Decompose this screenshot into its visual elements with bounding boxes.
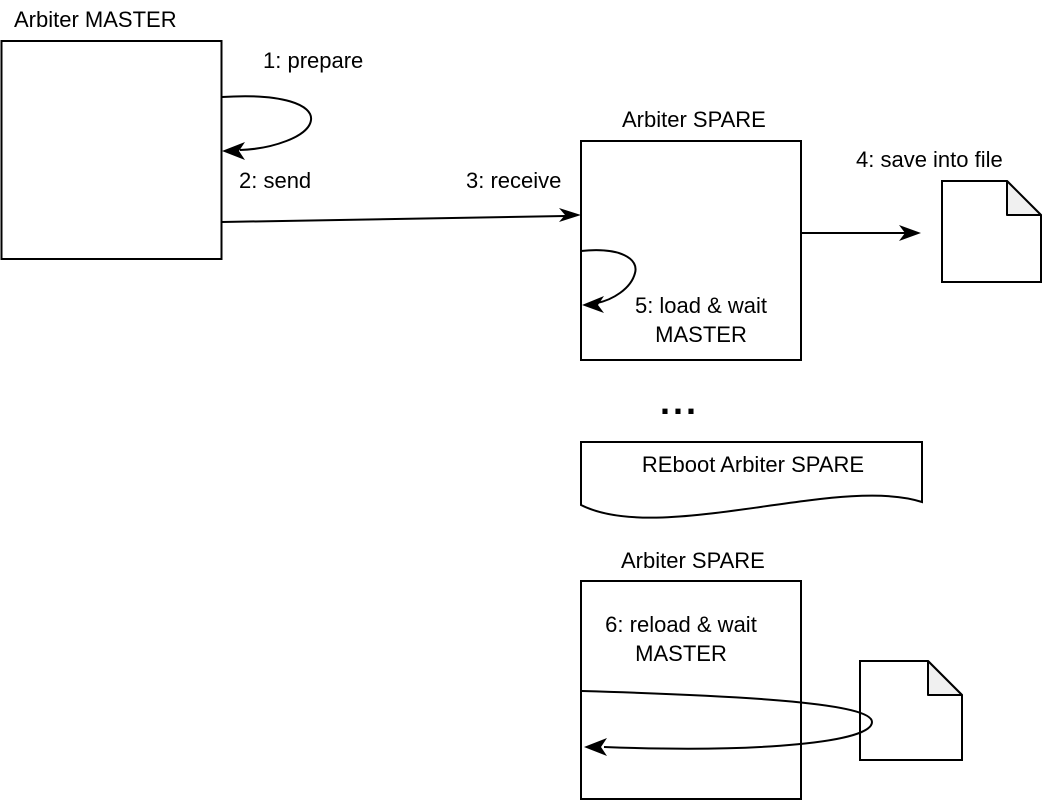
- arrowhead-icon: [899, 225, 921, 241]
- arrowhead-icon: [582, 296, 604, 313]
- file-icon-bottom: [859, 660, 963, 761]
- spare-box: [580, 140, 802, 361]
- self-loop-arrow-load-wait: [580, 249, 637, 313]
- self-loop-arrow-prepare: [221, 95, 313, 160]
- message-5-line1: 5: load & wait: [634, 293, 768, 318]
- message-4-label: 4: save into file: [856, 147, 1003, 172]
- reboot-document-shape: [580, 441, 923, 519]
- arrowhead-icon: [222, 142, 245, 160]
- message-arrow-save: [801, 225, 921, 241]
- message-6-label: 6: reload & wait MASTER: [581, 610, 781, 668]
- file-fold-icon: [1006, 180, 1042, 216]
- message-1-label: 1: prepare: [263, 48, 364, 73]
- master-box: [0, 40, 223, 260]
- master-label: Arbiter MASTER: [14, 7, 177, 32]
- reboot-label: REboot Arbiter SPARE: [641, 452, 865, 477]
- file-fold-icon: [927, 660, 963, 696]
- loop-arrow-reload: [581, 690, 874, 756]
- file-icon-top: [941, 180, 1042, 283]
- file-page: [941, 180, 1042, 283]
- arrowhead-icon: [559, 208, 581, 222]
- ellipsis-label: ...: [660, 381, 700, 422]
- message-5-line2: MASTER: [655, 322, 747, 347]
- message-6-line2: MASTER: [635, 641, 727, 666]
- message-3-label: 3: receive: [466, 168, 562, 193]
- spare-bottom-box: [580, 580, 802, 800]
- message-6-line1: 6: reload & wait: [605, 612, 757, 637]
- spare-label: Arbiter SPARE: [622, 107, 766, 132]
- arrowhead-icon: [584, 738, 607, 756]
- message-5-label: 5: load & wait MASTER: [601, 291, 801, 349]
- file-page: [859, 660, 963, 761]
- message-arrow-send-receive: [221, 208, 581, 223]
- message-2-label: 2: send: [239, 168, 312, 193]
- spare-bottom-label: Arbiter SPARE: [621, 548, 765, 573]
